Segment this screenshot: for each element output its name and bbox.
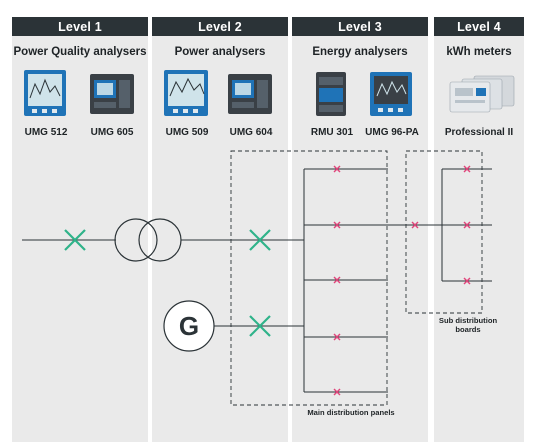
breaker-sub-feeder-3 [463,277,471,285]
level-3-category: Energy analysers [312,46,408,58]
umg-509-device-image [164,70,208,116]
rmu-301-device-image [316,72,346,116]
device-label-umg-604: UMG 604 [229,127,273,138]
level-1-header: Level 1 [12,17,148,36]
sub-boards-label-line-1: Sub distribution [438,316,498,325]
umg-605-device-image [90,74,134,114]
breaker-feeder-2 [333,221,341,229]
breaker-transformer [249,229,271,251]
umg-96-pa-device-image [370,72,412,116]
level-3-header: Level 3 [292,17,428,36]
umg-512-device-image [24,70,66,116]
device-label-umg-509: UMG 509 [165,127,209,138]
device-label-professional-ii: Professional II [444,127,514,138]
breaker-feeder-3 [333,276,341,284]
breaker-sub-feeder-2 [463,221,471,229]
sub-distribution-boards-enclosure [405,150,483,314]
breaker-sub-incoming [411,221,419,229]
breaker-incoming [64,229,86,251]
generator-label: G [179,311,199,341]
breaker-feeder-1 [333,165,341,173]
level-1-category: Power Quality analysers [13,46,147,58]
breaker-feeder-5 [333,388,341,396]
transformer-secondary-winding [138,218,182,262]
transformer-primary-winding [114,218,158,262]
level-2-category: Power analysers [174,46,266,58]
sub-distribution-boards-label: Sub distribution boards [428,316,508,334]
main-distribution-panels-enclosure [230,150,388,406]
device-label-rmu-301: RMU 301 [310,127,354,138]
professional-ii-device-image [449,75,515,113]
breaker-sub-feeder-1 [463,165,471,173]
device-label-umg-512: UMG 512 [24,127,68,138]
level-4-header: Level 4 [434,17,524,36]
level-4-category: kWh meters [446,46,512,58]
device-label-umg-96-pa: UMG 96-PA [365,127,419,138]
level-2-header: Level 2 [152,17,288,36]
sub-boards-label-line-2: boards [455,325,481,334]
umg-604-device-image [228,74,272,114]
breaker-feeder-4 [333,333,341,341]
breaker-generator [249,315,271,337]
main-distribution-panels-label: Main distribution panels [307,408,395,417]
device-label-umg-605: UMG 605 [90,127,134,138]
